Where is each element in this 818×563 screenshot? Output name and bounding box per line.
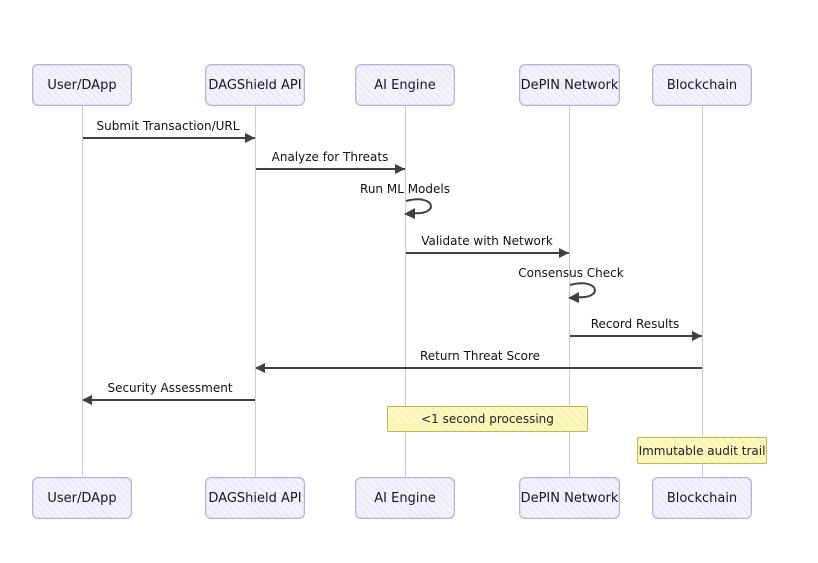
message-label-analyze-threats: Analyze for Threats bbox=[271, 150, 389, 164]
message-line-submit-transaction bbox=[83, 137, 255, 139]
actor-dagshield-api-top: DAGShield API bbox=[205, 64, 305, 106]
message-label-submit-transaction: Submit Transaction/URL bbox=[96, 119, 240, 133]
message-line-validate-network bbox=[406, 252, 569, 254]
actor-ai-engine-bottom: AI Engine bbox=[355, 477, 455, 519]
actor-user-dapp-bottom: User/DApp bbox=[32, 477, 132, 519]
message-label-return-threat-score: Return Threat Score bbox=[419, 349, 541, 363]
message-line-analyze-threats bbox=[256, 168, 405, 170]
message-line-security-assessment bbox=[83, 399, 255, 401]
self-loop-consensus-check-icon bbox=[568, 282, 596, 303]
message-line-return-threat-score bbox=[256, 367, 702, 369]
actor-dagshield-api-bottom: DAGShield API bbox=[205, 477, 305, 519]
lifeline-dagshield-api bbox=[255, 106, 256, 477]
actor-user-dapp-top: User/DApp bbox=[32, 64, 132, 106]
message-label-consensus-check: Consensus Check bbox=[518, 266, 624, 280]
message-label-run-ml-models: Run ML Models bbox=[360, 182, 450, 196]
note-immutable-audit-trail: Immutable audit trail bbox=[637, 437, 767, 464]
arrowhead-right-icon bbox=[559, 248, 569, 258]
self-loop-run-ml-models-icon bbox=[404, 198, 432, 219]
arrowhead-right-icon bbox=[692, 331, 702, 341]
lifeline-ai-engine bbox=[405, 106, 406, 477]
lifeline-depin-network bbox=[569, 106, 570, 477]
arrowhead-right-icon bbox=[245, 133, 255, 143]
actor-ai-engine-top: AI Engine bbox=[355, 64, 455, 106]
arrowhead-right-icon bbox=[395, 164, 405, 174]
arrowhead-left-icon bbox=[255, 363, 265, 373]
actor-blockchain-top: Blockchain bbox=[652, 64, 752, 106]
actor-depin-network-bottom: DePIN Network bbox=[519, 477, 620, 519]
lifeline-user-dapp bbox=[82, 106, 83, 477]
message-label-security-assessment: Security Assessment bbox=[107, 381, 233, 395]
actor-depin-network-top: DePIN Network bbox=[519, 64, 620, 106]
lifeline-blockchain bbox=[702, 106, 703, 477]
message-line-record-results bbox=[570, 335, 702, 337]
actor-blockchain-bottom: Blockchain bbox=[652, 477, 752, 519]
message-label-validate-network: Validate with Network bbox=[421, 234, 553, 248]
arrowhead-left-icon bbox=[82, 395, 92, 405]
note-processing-time: <1 second processing bbox=[387, 406, 588, 432]
message-label-record-results: Record Results bbox=[590, 317, 680, 331]
